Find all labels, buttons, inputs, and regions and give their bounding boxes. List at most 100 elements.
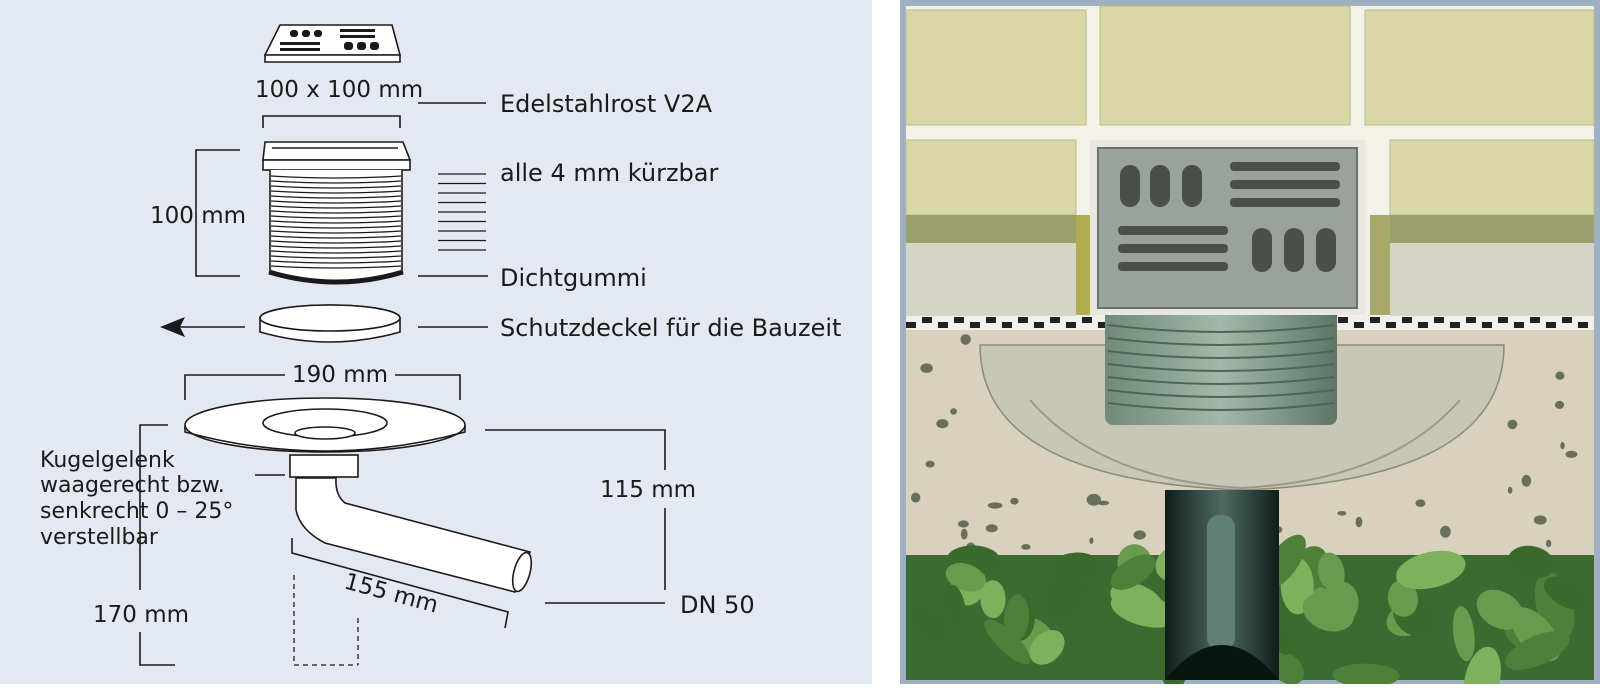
gravel-spot (1565, 450, 1578, 458)
gravel-spot (1560, 442, 1565, 450)
checker-mark (954, 317, 964, 323)
thread-line (270, 225, 402, 229)
checker-mark (1402, 317, 1412, 323)
thread-lines (270, 175, 402, 269)
thread-line (270, 245, 402, 249)
checker-mark (1546, 322, 1556, 328)
pipe-size-label: DN 50 (680, 591, 755, 619)
checker-mark (1562, 317, 1572, 323)
leaf (1507, 545, 1555, 579)
gravel-spot (911, 492, 921, 503)
installation-illustration (900, 0, 1600, 688)
thread-line (270, 195, 402, 199)
leaf (1302, 592, 1355, 632)
gravel-spot (950, 408, 957, 415)
thread-line (270, 235, 402, 239)
checker-mark (1034, 322, 1044, 328)
leaf (1387, 579, 1419, 617)
drain-threads (1107, 324, 1335, 411)
thread-line (270, 260, 402, 264)
drain-thread (1107, 337, 1335, 346)
technical-drawing: 100 x 100 mm Edelstahlrost V2A alle 4 mm… (40, 24, 841, 666)
checker-mark (986, 317, 996, 323)
leaf (1317, 552, 1345, 592)
checker-mark (1498, 317, 1508, 323)
checker-mark (1098, 322, 1108, 328)
leaf (984, 619, 1031, 665)
thread-line (270, 265, 402, 269)
gravel-spot (1089, 537, 1094, 544)
protective-cover-drawing (259, 304, 401, 343)
ball-joint-label-4: verstellbar (40, 525, 159, 550)
checker-mark (1482, 322, 1492, 328)
grate-label: Edelstahlrost V2A (500, 90, 713, 118)
checker-mark (1066, 322, 1076, 328)
drain-thread (1107, 376, 1335, 385)
leaf (1004, 594, 1029, 642)
leaf (1044, 572, 1087, 620)
gravel-spot (1440, 525, 1451, 538)
checker-mark (1514, 322, 1524, 328)
gasket-label: Dichtgummi (500, 264, 647, 292)
gravel-spot (1021, 544, 1031, 550)
thread-line (270, 185, 402, 189)
gravel-spot (987, 502, 1003, 509)
leaf (1463, 646, 1501, 688)
installation-illustration-panel (900, 0, 1600, 688)
thread-line (270, 255, 402, 259)
gravel-spot (960, 528, 968, 540)
leaf (944, 584, 966, 631)
leaf (945, 562, 986, 592)
thread-line (270, 215, 402, 219)
grate-drawing (263, 24, 402, 63)
drain-thread (1107, 363, 1335, 372)
thread-line (270, 250, 402, 254)
checker-mark (1386, 322, 1396, 328)
checker-mark (1354, 322, 1364, 328)
arrow-left-icon (160, 317, 185, 337)
checker-mark (1018, 317, 1028, 323)
leaf (1051, 552, 1100, 580)
gravel-spot (985, 524, 998, 533)
leaves (910, 534, 1589, 688)
gravel-spot (936, 419, 949, 429)
leaf (1452, 606, 1475, 662)
leaf (1332, 663, 1400, 688)
checker-mark (1338, 317, 1348, 323)
flange-drawing (184, 397, 466, 453)
checker-mark (922, 317, 932, 323)
checker-mark (1418, 322, 1428, 328)
checker-mark (1370, 317, 1380, 323)
leaf (1029, 630, 1065, 665)
checker-mark (906, 322, 916, 328)
leaf (1505, 631, 1570, 670)
drain-thread (1107, 350, 1335, 359)
leaf (1110, 582, 1164, 619)
ball-joint-label-1: Kugelgelenk (40, 448, 175, 473)
leaf (1396, 550, 1466, 590)
checker-mark (1434, 317, 1444, 323)
checker-mark (938, 322, 948, 328)
checker-mark (1466, 317, 1476, 323)
thread-line (270, 190, 402, 194)
gravel-spot (1533, 515, 1547, 525)
checker-mark (1002, 322, 1012, 328)
checker-mark (1578, 322, 1588, 328)
height-115-label: 115 mm (600, 477, 696, 503)
checker-mark (1530, 317, 1540, 323)
gravel-spot (1415, 499, 1426, 508)
checker-mark (970, 322, 980, 328)
checker-mark (1450, 322, 1460, 328)
pipe-length-label: 155 mm (341, 569, 440, 619)
grate-size-label: 100 x 100 mm (255, 77, 423, 103)
leaf (1110, 554, 1156, 590)
gravel-spot (960, 334, 971, 345)
thread-line (270, 220, 402, 224)
gravel-spot (1555, 371, 1565, 380)
thread-line (270, 230, 402, 234)
gravel-spot (1507, 486, 1513, 494)
gravel-spot (920, 363, 933, 374)
gravel-spot (1507, 419, 1518, 430)
ball-joint-label-3: senkrecht 0 – 25° (40, 499, 233, 524)
thread-line (270, 205, 402, 209)
